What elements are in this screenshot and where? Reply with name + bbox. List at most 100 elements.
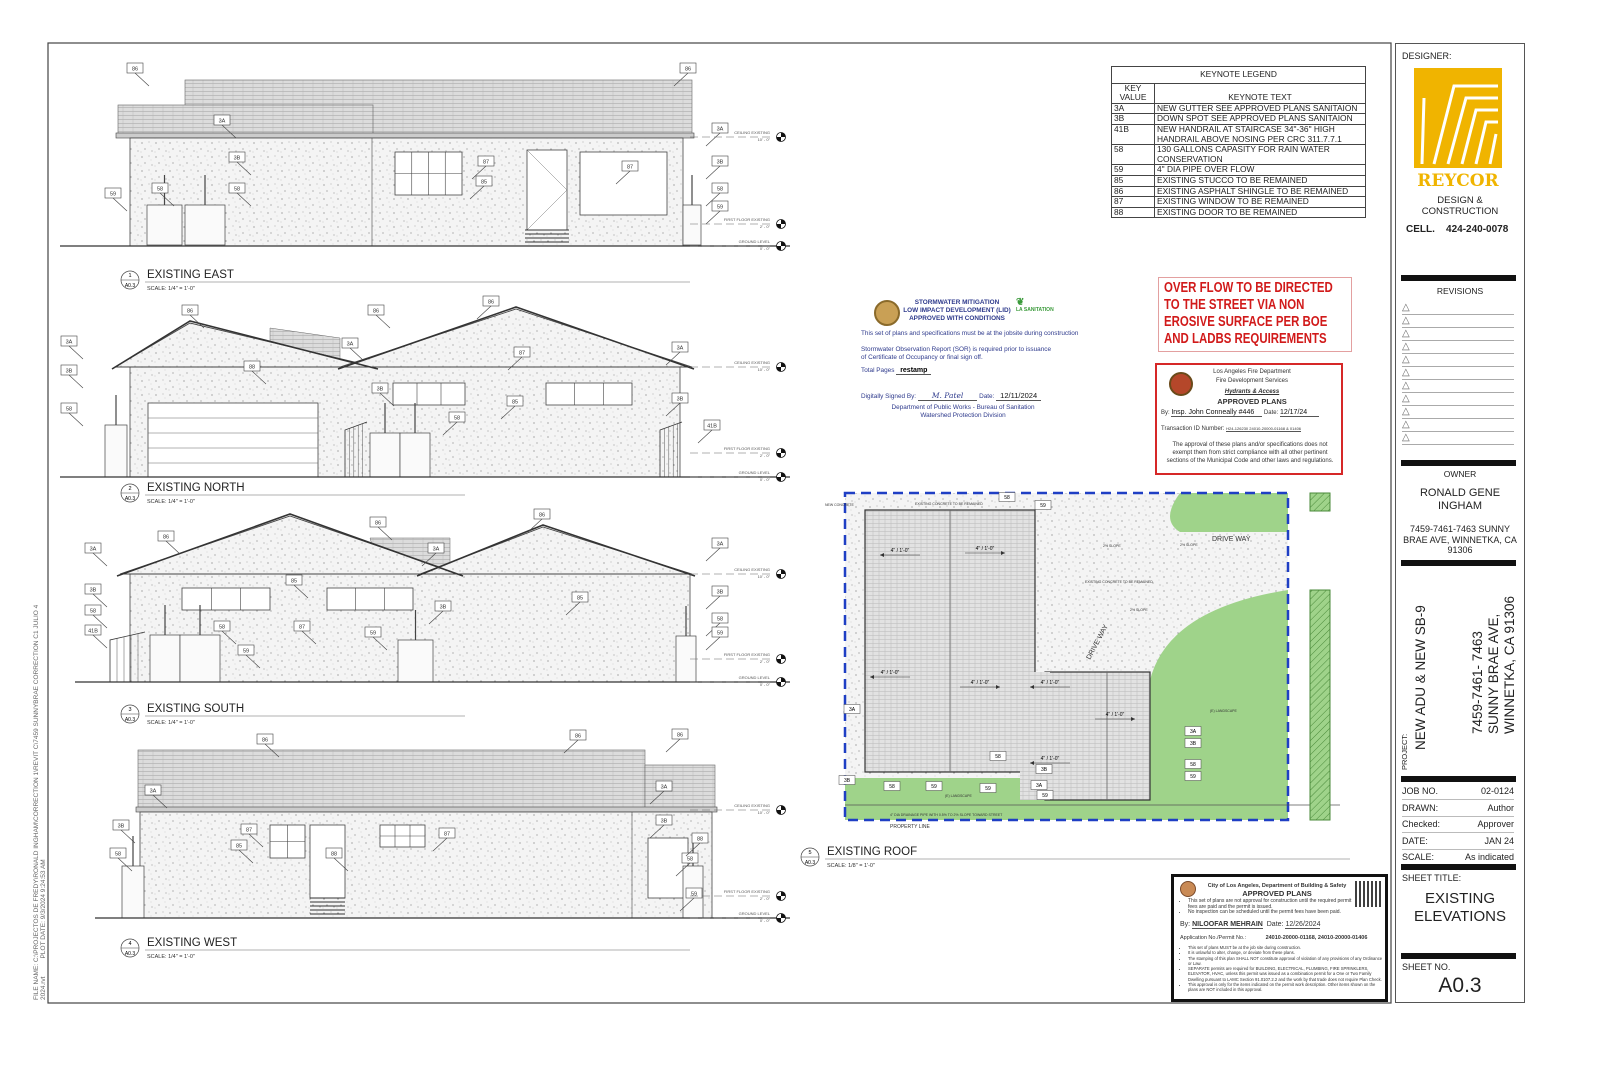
- rain-barrel: [149, 634, 181, 683]
- plan-label: (E) LANDSCAPE: [945, 794, 973, 798]
- keynote-tag: 85: [469, 175, 493, 200]
- tag-box: [569, 729, 587, 741]
- leader-line: [705, 595, 721, 610]
- roof-shingles: [117, 104, 374, 136]
- keynote-tag: 87: [432, 827, 456, 852]
- adu-roof: [1044, 671, 1151, 801]
- designer-label: DESIGNER:: [1402, 51, 1452, 61]
- tag-label: 3B: [717, 590, 724, 596]
- cell-number: 424-240-0078: [1446, 224, 1509, 235]
- keynote-key: 58: [1111, 144, 1155, 166]
- title-field: DRAWN:Author: [1402, 801, 1514, 817]
- level-marker-icon: [776, 241, 786, 251]
- tag-box: [703, 419, 721, 431]
- title-field: Checked:Approver: [1402, 817, 1514, 833]
- keynote-text: EXISTING STUCCO TO BE REMAINED: [1154, 174, 1366, 187]
- leader-line: [245, 654, 261, 669]
- keynote-text: NEW HANDRAIL AT STAIRCASE 34"-36" HIGH H…: [1154, 123, 1366, 146]
- qr-code-icon: [1355, 881, 1381, 907]
- project-address: 7459-7461- 7463: [1470, 631, 1485, 734]
- keynote-tag: 86: [126, 62, 150, 87]
- keynote-tag: 85: [500, 395, 524, 420]
- keynote-tag: 3A: [705, 537, 729, 562]
- plan-label: EXISTING CONCRETE TO BE REMAINED: [915, 502, 983, 506]
- tag-label: 3A: [1036, 783, 1043, 789]
- tag-label: 3B: [677, 397, 684, 403]
- keynote-tag: 59: [705, 626, 729, 651]
- leader-line: [476, 305, 492, 320]
- tag-box: [711, 122, 729, 134]
- level-label: GROUND LEVEL: [739, 470, 771, 475]
- tag-label: 59: [110, 192, 116, 198]
- tag-box: [438, 827, 456, 839]
- tag-label: 86: [677, 733, 683, 739]
- keynote-key: 41B: [1111, 123, 1155, 146]
- view-sheet: A0.3: [125, 283, 136, 289]
- tag-label: 59: [985, 786, 991, 792]
- field-label: DATE:: [1402, 835, 1428, 846]
- fascia: [116, 513, 464, 577]
- tag-label: 3A: [717, 542, 724, 548]
- tag-box: [256, 733, 274, 745]
- tag-box: [655, 780, 673, 792]
- keynote-tag: 3A: [649, 780, 673, 805]
- tag-box: [60, 402, 78, 414]
- ladbs-note: No inspection can be scheduled until the…: [1188, 909, 1358, 916]
- keynote-tag: 59: [1034, 500, 1052, 510]
- stormwater-stamp: STORMWATER MITIGATION LOW IMPACT DEVELOP…: [858, 296, 1078, 421]
- logo-tagline: DESIGN & CONSTRUCTION: [1421, 195, 1499, 217]
- stucco-wall: [139, 811, 713, 919]
- tag-box: [711, 182, 729, 194]
- tag-label: 58: [454, 416, 460, 422]
- roof-shingles: [644, 764, 716, 809]
- tag-label: 58: [687, 857, 693, 863]
- plot-date-label: PLOT DATE:: [40, 921, 47, 959]
- field-value: As indicated: [1464, 852, 1514, 862]
- leader-line: [705, 165, 721, 180]
- logo-name: REYCOR: [1417, 171, 1499, 190]
- plan-label: PROPERTY LINE: [890, 824, 930, 830]
- owner-address: 7459-7461-7463 SUNNY BRAE AVE, WINNETKA,…: [1403, 524, 1517, 555]
- rain-barrel: [184, 204, 226, 246]
- landscape-strip: [1309, 589, 1331, 821]
- level-value: 0' - 0": [760, 918, 771, 923]
- stamp-date: 12/11/2024: [996, 391, 1042, 401]
- ladbs-seal-icon: [1180, 881, 1196, 897]
- tag-box: [285, 574, 303, 586]
- permit-label: Application No./Permit No.:: [1180, 935, 1247, 941]
- level-marker-icon: [776, 677, 786, 687]
- level-marker-icon: [776, 448, 786, 458]
- tag-label: 59: [243, 649, 249, 655]
- leader-line: [377, 526, 393, 541]
- tag-label: 58: [234, 187, 240, 193]
- property-line: [843, 491, 1290, 822]
- revisions-label: REVISIONS: [1436, 286, 1484, 296]
- tag-label: 3A: [66, 340, 73, 346]
- ladbs-note: This approval is only for the items indi…: [1188, 982, 1383, 993]
- keynote-tag: 3A: [84, 542, 108, 567]
- tag-label: 58: [66, 407, 72, 413]
- leader-line: [372, 636, 388, 651]
- leader-line: [432, 837, 448, 852]
- view-title: EXISTING ROOF: [827, 846, 917, 858]
- leader-line: [68, 412, 84, 427]
- level-label: GROUND LEVEL: [739, 911, 771, 916]
- overflow-note: OVER FLOW TO BE DIRECTED TO THE STREET V…: [1164, 280, 1333, 347]
- tag-label: 86: [187, 309, 193, 315]
- view-number: 2: [128, 486, 131, 492]
- keynote-key: 3A: [1111, 102, 1155, 115]
- ladbs-status: APPROVED PLANS: [1242, 889, 1312, 898]
- leader-line: [500, 405, 516, 420]
- keynote-tag: 87: [507, 346, 531, 371]
- keynote-legend: KEYNOTE LEGEND KEY VALUE KEYNOTE TEXT 3A…: [1111, 66, 1366, 219]
- tag-box: [513, 346, 531, 358]
- revision-row: △: [1402, 302, 1514, 315]
- view-sheet: A0.3: [805, 860, 816, 866]
- sheet-title: EXISTING ELEVATIONS: [1414, 890, 1506, 925]
- view-scale: SCALE: 1/4" = 1'-0": [147, 720, 195, 726]
- keynote-tag: 58: [883, 781, 901, 791]
- tag-label: 87: [519, 351, 525, 357]
- view-scale: SCALE: 1/8" = 1'-0": [827, 863, 875, 869]
